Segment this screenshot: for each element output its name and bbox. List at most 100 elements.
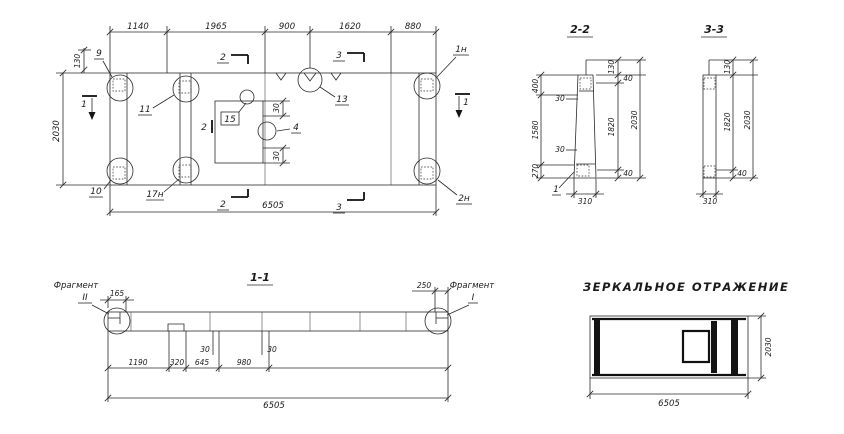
section-1-1-title: 1-1 bbox=[250, 271, 270, 284]
fragment-left-label: Фрагмент bbox=[54, 281, 100, 291]
dim-label: 270 bbox=[531, 164, 540, 179]
section-label-2-bottom: 2 bbox=[220, 200, 226, 210]
pos-label-10: 10 bbox=[90, 187, 102, 197]
section-label-1-right: 1 bbox=[463, 98, 469, 108]
dim-label: 400 bbox=[531, 79, 540, 94]
dim-label: 30 bbox=[555, 145, 565, 154]
panel-outline bbox=[109, 72, 437, 186]
section-label-1-left: 1 bbox=[81, 100, 87, 110]
dim-label: 310 bbox=[578, 197, 593, 206]
dim-label: 30 bbox=[272, 151, 281, 161]
dim-label: 1190 bbox=[128, 358, 147, 367]
dim-label: 2030 bbox=[764, 337, 773, 356]
pos-label-1: 1 bbox=[553, 185, 559, 195]
section-1-1-ext bbox=[107, 287, 449, 402]
dim-label: 310 bbox=[703, 197, 718, 206]
plan-view: 1140 1965 900 1620 880 2030 130 6505 bbox=[52, 22, 472, 216]
pos-label-2n: 2н bbox=[458, 194, 470, 204]
section-3-3: 3-3 130 1820 40 2030 310 bbox=[696, 23, 758, 206]
section-marks: 2 3 2 3 1 1 bbox=[81, 51, 470, 214]
position-labels: 9 11 10 17н 13 1н 2н bbox=[89, 45, 472, 205]
section-2-2-title: 2-2 bbox=[570, 23, 590, 36]
dim-label: 1820 bbox=[723, 112, 732, 131]
dim-label: 30 bbox=[272, 103, 281, 113]
anchor-plate bbox=[703, 165, 716, 178]
dim-label: 165 bbox=[110, 289, 125, 298]
dim-label: 2030 bbox=[630, 110, 639, 129]
dim-label: 1965 bbox=[205, 22, 227, 32]
dim-label: 130 bbox=[73, 54, 82, 69]
member-outline bbox=[702, 74, 717, 179]
mirror-panel-details bbox=[592, 317, 746, 377]
dim-label: 2030 bbox=[743, 110, 752, 129]
dim-label: 880 bbox=[405, 22, 421, 32]
fragment-circle-right bbox=[424, 307, 452, 335]
dim-label: 645 bbox=[195, 358, 210, 367]
pos-label-17n: 17н bbox=[146, 190, 163, 200]
anchor-plates bbox=[112, 78, 434, 180]
fragment-right-label: Фрагмент bbox=[450, 281, 496, 291]
pos-15-box bbox=[220, 111, 240, 126]
dim-label: 130 bbox=[607, 60, 616, 75]
callout-circles bbox=[106, 67, 441, 185]
dim-label: 1620 bbox=[339, 22, 361, 32]
mirror-panel-outline bbox=[589, 315, 749, 379]
mirror-view: ЗЕРКАЛЬНОЕ ОТРАЖЕНИЕ 2030 6505 bbox=[583, 280, 789, 409]
dim-label: 40 bbox=[623, 74, 633, 83]
leader-line bbox=[558, 171, 575, 189]
anchor-plate bbox=[703, 77, 716, 90]
plan-extension-lines bbox=[56, 26, 437, 216]
dim-label: 30 bbox=[267, 345, 277, 354]
dim-label: 40 bbox=[623, 169, 633, 178]
section-1-1: 1-1 Фрагмент II Фрагмент I bbox=[54, 271, 496, 411]
anchor-plate bbox=[576, 164, 590, 177]
anchor-plate bbox=[579, 77, 592, 90]
section-2-2-ext bbox=[536, 59, 646, 198]
section-label-2: 2 bbox=[201, 123, 207, 133]
pos-label-1n: 1н bbox=[455, 45, 467, 55]
dim-label: 1820 bbox=[607, 117, 616, 136]
section-label-3-bottom: 3 bbox=[336, 203, 342, 213]
section-label-3-top: 3 bbox=[336, 51, 342, 61]
dim-label: 30 bbox=[555, 94, 565, 103]
dim-label: 980 bbox=[237, 358, 252, 367]
pos-label-9: 9 bbox=[96, 49, 102, 59]
lifting-loop-marks bbox=[275, 72, 342, 82]
dim-label: 1140 bbox=[127, 22, 149, 32]
fragment-right-number: I bbox=[472, 293, 475, 303]
pos-label-4: 4 bbox=[293, 123, 299, 133]
strip-outline bbox=[107, 311, 449, 332]
pos-label-11: 11 bbox=[139, 105, 150, 115]
dim-label: 6505 bbox=[658, 399, 680, 409]
dim-label: 250 bbox=[417, 281, 432, 290]
pos-label-13: 13 bbox=[336, 95, 348, 105]
mirror-ext bbox=[589, 315, 766, 399]
section-label-2-top: 2 bbox=[220, 53, 226, 63]
dim-label: 30 bbox=[200, 345, 210, 354]
dim-label: 6505 bbox=[263, 401, 285, 411]
fragment-circle-left bbox=[103, 307, 131, 335]
dim-label: 130 bbox=[723, 60, 732, 75]
dim-label: 40 bbox=[737, 169, 747, 178]
dim-label: 900 bbox=[279, 22, 295, 32]
section-2-2: 2-2 400 1580 bbox=[531, 23, 646, 206]
section-3-3-title: 3-3 bbox=[704, 23, 724, 36]
pos-label-15: 15 bbox=[224, 115, 236, 125]
strip-details bbox=[108, 312, 448, 331]
leader-line bbox=[91, 304, 110, 315]
opening-outline bbox=[214, 100, 264, 164]
leader-line bbox=[446, 304, 470, 316]
leader-line bbox=[276, 128, 291, 132]
leader-line bbox=[238, 102, 247, 113]
mirror-title: ЗЕРКАЛЬНОЕ ОТРАЖЕНИЕ bbox=[583, 280, 789, 294]
dim-label: 2030 bbox=[52, 120, 62, 142]
dim-label: 1580 bbox=[531, 120, 540, 139]
member-outline bbox=[573, 74, 597, 179]
dim-label: 6505 bbox=[262, 201, 284, 211]
plan-dim-ticks bbox=[59, 28, 440, 216]
dim-label: 320 bbox=[170, 358, 185, 367]
fragment-left-number: II bbox=[82, 293, 88, 303]
section-1-1-ticks bbox=[104, 287, 452, 402]
